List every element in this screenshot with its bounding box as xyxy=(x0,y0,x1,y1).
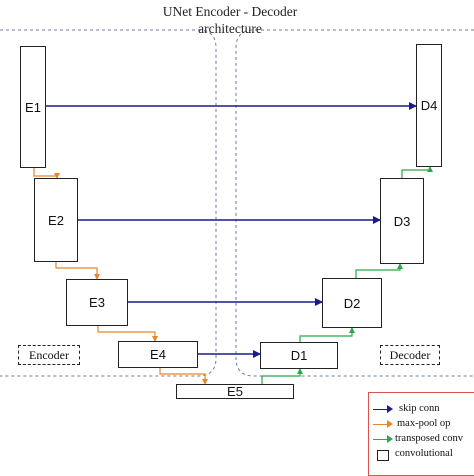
legend-conv: convolutional xyxy=(369,448,474,462)
upconv-d2-d3 xyxy=(355,263,403,278)
legend-conv-label: convolutional xyxy=(395,448,453,459)
maxpool-e1-e2 xyxy=(33,168,60,179)
legend-skip: skip conn xyxy=(369,403,474,417)
upconv-d3-d4 xyxy=(401,166,433,178)
encoder-label: Encoder xyxy=(18,345,80,365)
transposed-arrow-icon xyxy=(373,435,393,443)
legend-skip-label: skip conn xyxy=(399,403,440,414)
block-d3: D3 xyxy=(380,178,424,264)
block-d4: D4 xyxy=(416,44,442,167)
block-e4: E4 xyxy=(118,341,198,368)
block-d1: D1 xyxy=(260,342,338,369)
block-e2: E2 xyxy=(34,178,78,262)
legend-maxpool: max-pool op xyxy=(369,418,474,432)
maxpool-e4-e5 xyxy=(159,368,208,385)
legend-maxpool-label: max-pool op xyxy=(397,418,451,429)
block-e5: E5 xyxy=(176,384,294,399)
legend-transposed-label: transposed conv xyxy=(395,433,463,444)
upconv-d1-d2 xyxy=(299,327,355,342)
diagram-title: UNet Encoder - Decoder architecture xyxy=(162,4,298,36)
block-e1: E1 xyxy=(20,46,46,168)
maxpool-arrow-icon xyxy=(373,420,393,428)
maxpool-e2-e3 xyxy=(55,262,100,280)
block-d2: D2 xyxy=(322,278,382,328)
legend-transposed: transposed conv xyxy=(369,433,474,447)
conv-block-icon xyxy=(377,450,389,461)
legend: skip conn max-pool op transposed conv co… xyxy=(368,392,474,476)
decoder-region xyxy=(235,29,474,377)
block-e3: E3 xyxy=(66,279,128,326)
skip-arrow-icon xyxy=(373,405,393,413)
upconv-e5-d1 xyxy=(261,368,303,386)
maxpool-e3-e4 xyxy=(97,326,158,342)
decoder-label: Decoder xyxy=(380,345,440,365)
